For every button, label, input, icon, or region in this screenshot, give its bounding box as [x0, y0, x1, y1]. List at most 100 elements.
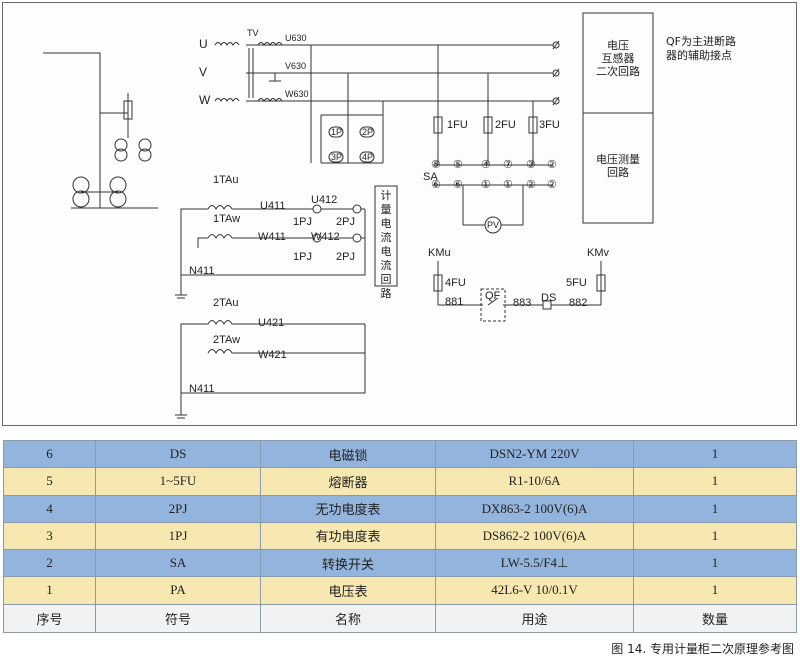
meter-coil-4p: 4P	[362, 152, 374, 162]
sa-top-terminal: ②	[547, 159, 557, 171]
metering-current-box-text: 计量电流电流回路	[380, 189, 392, 300]
row-number: 2	[3, 549, 96, 578]
fuse-4fu-label: 4FU	[445, 277, 466, 289]
sa-bottom-terminal: ⑥	[431, 179, 441, 191]
wire-u411-label: U411	[260, 200, 286, 212]
row-qty: 1	[633, 467, 797, 496]
bus-u-label: U630	[285, 33, 307, 43]
table-header-cell: 序号	[3, 603, 96, 634]
pt-coil-b	[114, 148, 128, 162]
schematic-panel: U V W TV U630 V630 W630 1P 2P 3P 4P 1FU …	[2, 2, 797, 426]
row-use: R1-10/6A	[435, 467, 634, 496]
sa-top-terminal: ⑤	[431, 159, 441, 171]
row-qty: 1	[633, 521, 797, 551]
phase-v-label: V	[199, 65, 208, 79]
sa-top-terminal: ⑤	[453, 159, 463, 171]
row-number: 5	[3, 467, 96, 496]
row-use: DSN2-YM 220V	[435, 439, 634, 469]
sa-top-terminal: ②	[526, 159, 536, 171]
row-name: 电压表	[260, 576, 436, 605]
table-header-row: 序号符号名称用途数量	[3, 603, 797, 634]
row-number: 4	[3, 494, 96, 523]
wire-w411-label: W411	[258, 231, 286, 243]
phase-u-label: U	[199, 37, 208, 51]
row-use: 42L6-V 10/0.1V	[435, 576, 634, 605]
wire-881-label: 881	[445, 296, 464, 308]
voltage-metering-box	[582, 112, 654, 224]
sa-bottom-terminal: ⑥	[453, 179, 463, 191]
fuse-2fu-label: 2FU	[495, 119, 516, 131]
meter-2pj-top: 2PJ	[336, 216, 355, 228]
bus-w-label: W630	[285, 89, 309, 99]
meter-1pj-top: 1PJ	[293, 216, 312, 228]
meter-2pj-bottom: 2PJ	[336, 251, 355, 263]
row-number: 6	[3, 439, 96, 469]
row-number: 3	[3, 521, 96, 551]
row-name: 无功电度表	[260, 494, 436, 523]
row-name: 电磁锁	[260, 439, 436, 469]
ct-1tau-label: 1TAu	[213, 174, 239, 186]
row-use: DS862-2 100V(6)A	[435, 521, 634, 551]
fuse-1fu-label: 1FU	[447, 119, 468, 131]
table-header-cell: 数量	[633, 603, 797, 634]
kmu-label: KMu	[428, 247, 451, 259]
row-symbol: PA	[95, 576, 261, 605]
neutral-n411-label-2: N411	[189, 383, 215, 395]
qf-note: QF为主进断路器的辅助接点	[666, 35, 736, 62]
table-header-cell: 符号	[95, 603, 261, 634]
ct-coil-a	[72, 176, 90, 194]
kmv-label: KMv	[587, 247, 609, 259]
table-header-cell: 用途	[435, 603, 634, 634]
table-header-cell: 名称	[260, 603, 436, 634]
wire-u421-label: U421	[258, 317, 285, 329]
ct-2tau-label: 2TAu	[213, 297, 239, 309]
meter-coil-2p: 2P	[362, 127, 374, 137]
figure-caption: 图 14. 专用计量柜二次原理参考图	[611, 642, 794, 656]
pt-coil-c	[138, 138, 152, 152]
pv-meter-symbol	[484, 216, 502, 234]
neutral-n411-label: N411	[189, 265, 215, 277]
sa-top-terminal: ④	[481, 159, 491, 171]
pt-label: TV	[247, 28, 259, 38]
wire-882-label: 882	[569, 297, 588, 309]
wire-w421-label: W421	[258, 349, 287, 361]
row-qty: 1	[633, 576, 797, 605]
meter-coil-1p: 1P	[331, 127, 343, 137]
pt-secondary-box-text: 电压 互感器 二次回路	[596, 39, 640, 78]
row-symbol: 1~5FU	[95, 467, 261, 496]
wire-883-label: 883	[513, 297, 532, 309]
wire-w412-label: W412	[311, 231, 340, 243]
pt-coil-a	[114, 138, 128, 152]
row-name: 有功电度表	[260, 521, 436, 551]
bus-v-label: V630	[285, 61, 307, 71]
sa-top-terminal: ⑦	[503, 159, 513, 171]
meter-coil-3p: 3P	[331, 152, 343, 162]
row-qty: 1	[633, 549, 797, 578]
voltage-metering-box-text: 电压测量 回路	[596, 153, 640, 179]
ct-coil-d	[109, 190, 127, 208]
row-name: 熔断器	[260, 467, 436, 496]
sa-bottom-terminal: ①	[503, 179, 513, 191]
sa-bottom-terminal: ①	[481, 179, 491, 191]
pt-fuse	[123, 100, 133, 120]
row-use: DX863-2 100V(6)A	[435, 494, 634, 523]
ct-1taw-label: 1TAw	[213, 213, 241, 225]
fuse-5fu-label: 5FU	[566, 277, 587, 289]
pt-coil-d	[138, 148, 152, 162]
row-symbol: SA	[95, 549, 261, 578]
row-symbol: 1PJ	[95, 521, 261, 551]
sa-label: SA	[423, 171, 438, 183]
sa-bottom-terminal: ②	[547, 179, 557, 191]
row-symbol: 2PJ	[95, 494, 261, 523]
fuse-3fu-label: 3FU	[539, 119, 560, 131]
wiring-diagram	[43, 12, 654, 419]
row-qty: 1	[633, 439, 797, 469]
row-use: LW-5.5/F4⊥	[435, 549, 634, 578]
ct-coil-b	[72, 190, 90, 208]
